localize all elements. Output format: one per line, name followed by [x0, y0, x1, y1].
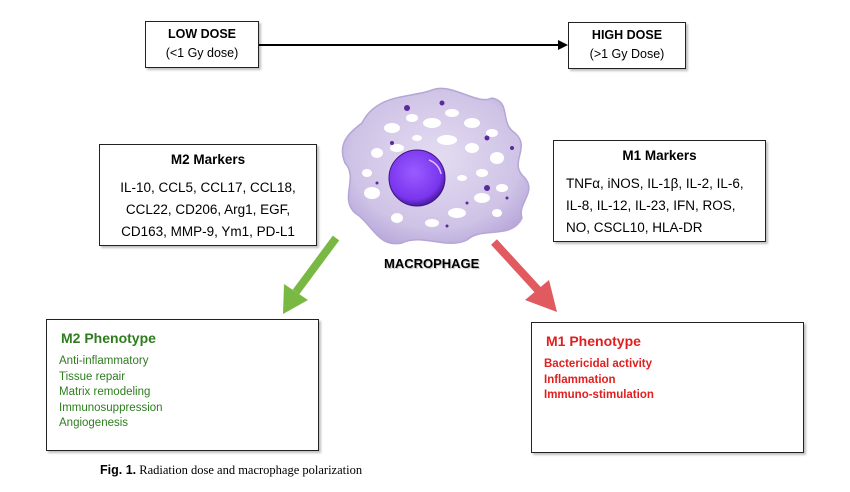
m1-phenotype-item: Bactericidal activity [544, 358, 653, 370]
low-dose-box: LOW DOSE (<1 Gy dose) [145, 21, 259, 68]
high-dose-box: HIGH DOSE (>1 Gy Dose) [568, 22, 686, 69]
m2-phenotype-box: M2 Phenotype Anti-inflammatory Tissue re… [46, 319, 319, 451]
m2-markers-title: M2 Markers [170, 152, 246, 167]
macrophage-cell-icon [341, 87, 530, 245]
caption-text: Radiation dose and macrophage polarizati… [139, 463, 363, 477]
m2-polarization-arrow [283, 235, 340, 314]
macrophage-label: MACROPHAGE [384, 256, 480, 271]
m2-marker-line: CCL22, CD206, Arg1, EGF, [125, 202, 291, 217]
m1-marker-line: IL-8, IL-12, IL-23, IFN, ROS, [566, 198, 736, 213]
dose-arrowhead [558, 40, 568, 50]
figure-caption: Fig. 1. Radiation dose and macrophage po… [100, 463, 362, 478]
m2-marker-line: IL-10, CCL5, CCL17, CCL18, [120, 180, 296, 195]
high-dose-title: HIGH DOSE [591, 28, 663, 42]
m1-marker-line: TNFα, iNOS, IL-1β, IL-2, IL-6, [566, 176, 744, 191]
m1-polarization-arrow [491, 239, 557, 312]
low-dose-title: LOW DOSE [167, 27, 237, 41]
m2-markers-box: M2 Markers IL-10, CCL5, CCL17, CCL18, CC… [99, 144, 317, 246]
m1-phenotype-title: M1 Phenotype [546, 333, 641, 349]
m1-markers-box: M1 Markers TNFα, iNOS, IL-1β, IL-2, IL-6… [553, 140, 766, 242]
m1-marker-line: NO, CSCL10, HLA-DR [566, 220, 703, 235]
low-dose-subtitle: (<1 Gy dose) [165, 46, 239, 60]
m2-phenotype-item: Immunosuppression [59, 401, 163, 414]
m1-phenotype-item: Inflammation [544, 373, 616, 386]
m2-phenotype-item: Tissue repair [59, 370, 126, 383]
caption-label: Fig. 1. [100, 463, 137, 477]
m1-markers-title: M1 Markers [622, 148, 697, 163]
high-dose-subtitle: (>1 Gy Dose) [589, 47, 665, 61]
m2-phenotype-title: M2 Phenotype [61, 330, 156, 346]
m2-marker-line: CD163, MMP-9, Ym1, PD-L1 [121, 224, 295, 239]
m1-phenotype-box: M1 Phenotype Bactericidal activity Infla… [531, 322, 804, 453]
m2-phenotype-item: Angiogenesis [59, 417, 129, 429]
m1-phenotype-item: Immuno-stimulation [544, 389, 654, 401]
m2-phenotype-item: Anti-inflammatory [59, 355, 149, 367]
m2-phenotype-item: Matrix remodeling [59, 386, 151, 398]
